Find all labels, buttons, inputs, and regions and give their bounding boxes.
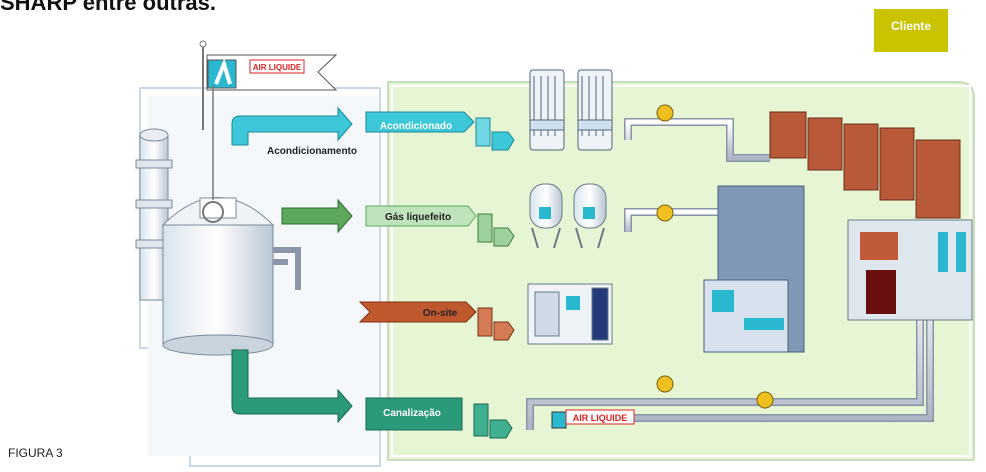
channel-banner-gas-liquefeito [365, 205, 515, 247]
arrow-gas-liquefeito [281, 198, 353, 234]
pipeline-brand-text: AIR LIQUIDE [573, 413, 628, 423]
flag-brand-text: AIR LIQUIDE [253, 63, 302, 72]
on-site-generator [527, 283, 613, 345]
storage-tank [161, 85, 301, 356]
factory-roof [769, 111, 961, 219]
cliente-label-box: Cliente [874, 9, 948, 52]
channel-banner-on-site [358, 301, 515, 341]
arrow-acondicionado [231, 106, 353, 146]
air-liquide-flag [199, 40, 338, 130]
gas-cylinder-racks [529, 69, 613, 151]
channel-label-acondicionado: Acondicionado [380, 121, 452, 132]
channel-label-gas-liquefeito: Gás liquefeito [385, 212, 451, 223]
office-building [703, 185, 805, 353]
page-heading: SHARP entre outras. [0, 0, 216, 15]
factory-building [847, 219, 973, 321]
figure-caption: FIGURA 3 [8, 446, 63, 460]
client-area [387, 81, 975, 461]
channel-banner-canalizacao [365, 397, 513, 439]
liquid-gas-tanks [529, 183, 607, 249]
pipeline-valves [656, 104, 774, 409]
channel-label-canalizacao: Canalização [383, 408, 441, 419]
channel-banner-acondicionado [365, 111, 515, 151]
process-label: Acondicionamento [267, 146, 357, 157]
channel-label-on-site: On-site [423, 308, 458, 319]
pipeline-brand-tag [551, 409, 635, 429]
arrow-canalizacao [231, 349, 353, 424]
